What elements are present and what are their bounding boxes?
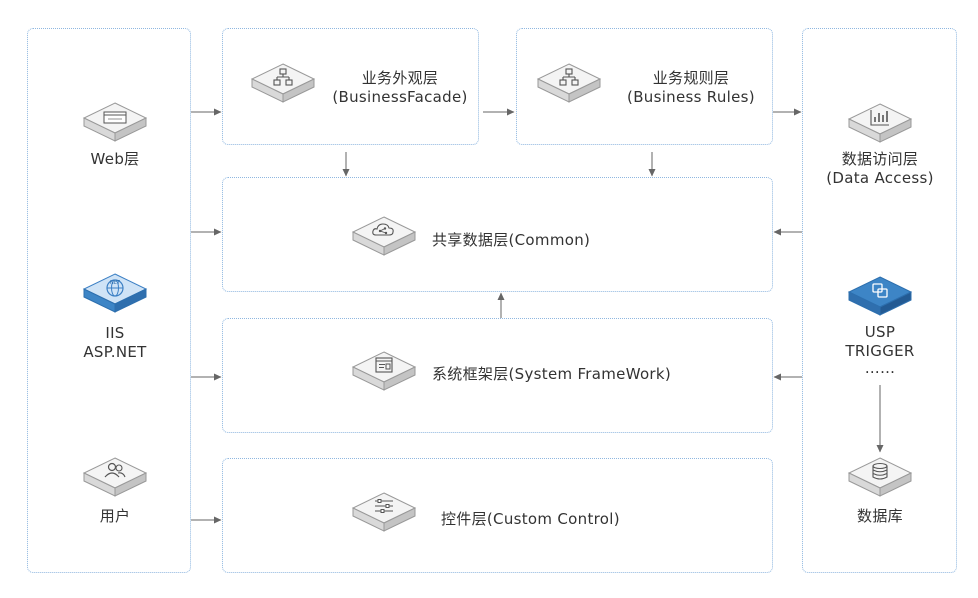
svg-text:NET: NET [110,280,121,286]
sync-icon [847,276,913,316]
facade-layer-subtitle: (BusinessFacade) [332,88,468,106]
cloud-share-icon [351,216,417,256]
web-layer-label: Web层 [90,150,140,168]
framework-layer-panel [222,318,773,433]
net-globe-icon: NET [82,273,148,313]
ellipsis-label: …… [864,359,896,377]
hierarchy-icon [536,63,602,103]
database-label: 数据库 [857,507,903,525]
data-access-subtitle: (Data Access) [826,169,934,187]
database-icon [847,457,913,497]
business-rules-panel [516,28,773,145]
hierarchy-icon [250,63,316,103]
control-layer-panel [222,458,773,573]
facade-layer-title: 业务外观层 [361,69,439,87]
trigger-label: TRIGGER [845,342,915,360]
control-layer-label: 控件层(Custom Control) [441,510,620,528]
right-column-panel [802,28,957,573]
framework-layer-label: 系统框架层(System FrameWork) [432,365,672,383]
web-page-icon [82,102,148,142]
sliders-icon [351,492,417,532]
business-facade-panel [222,28,479,145]
left-column-panel [27,28,191,573]
aspnet-label: ASP.NET [83,343,147,361]
data-access-title: 数据访问层 [841,150,919,168]
common-layer-panel [222,177,773,292]
users-icon [82,457,148,497]
window-icon [351,351,417,391]
bar-chart-icon [847,103,913,143]
rules-layer-subtitle: (Business Rules) [627,88,755,106]
iis-label: IIS [105,324,125,342]
usp-label: USP [864,323,896,341]
common-layer-label: 共享数据层(Common) [432,231,591,249]
rules-layer-title: 业务规则层 [652,69,730,87]
user-label: 用户 [99,507,131,525]
